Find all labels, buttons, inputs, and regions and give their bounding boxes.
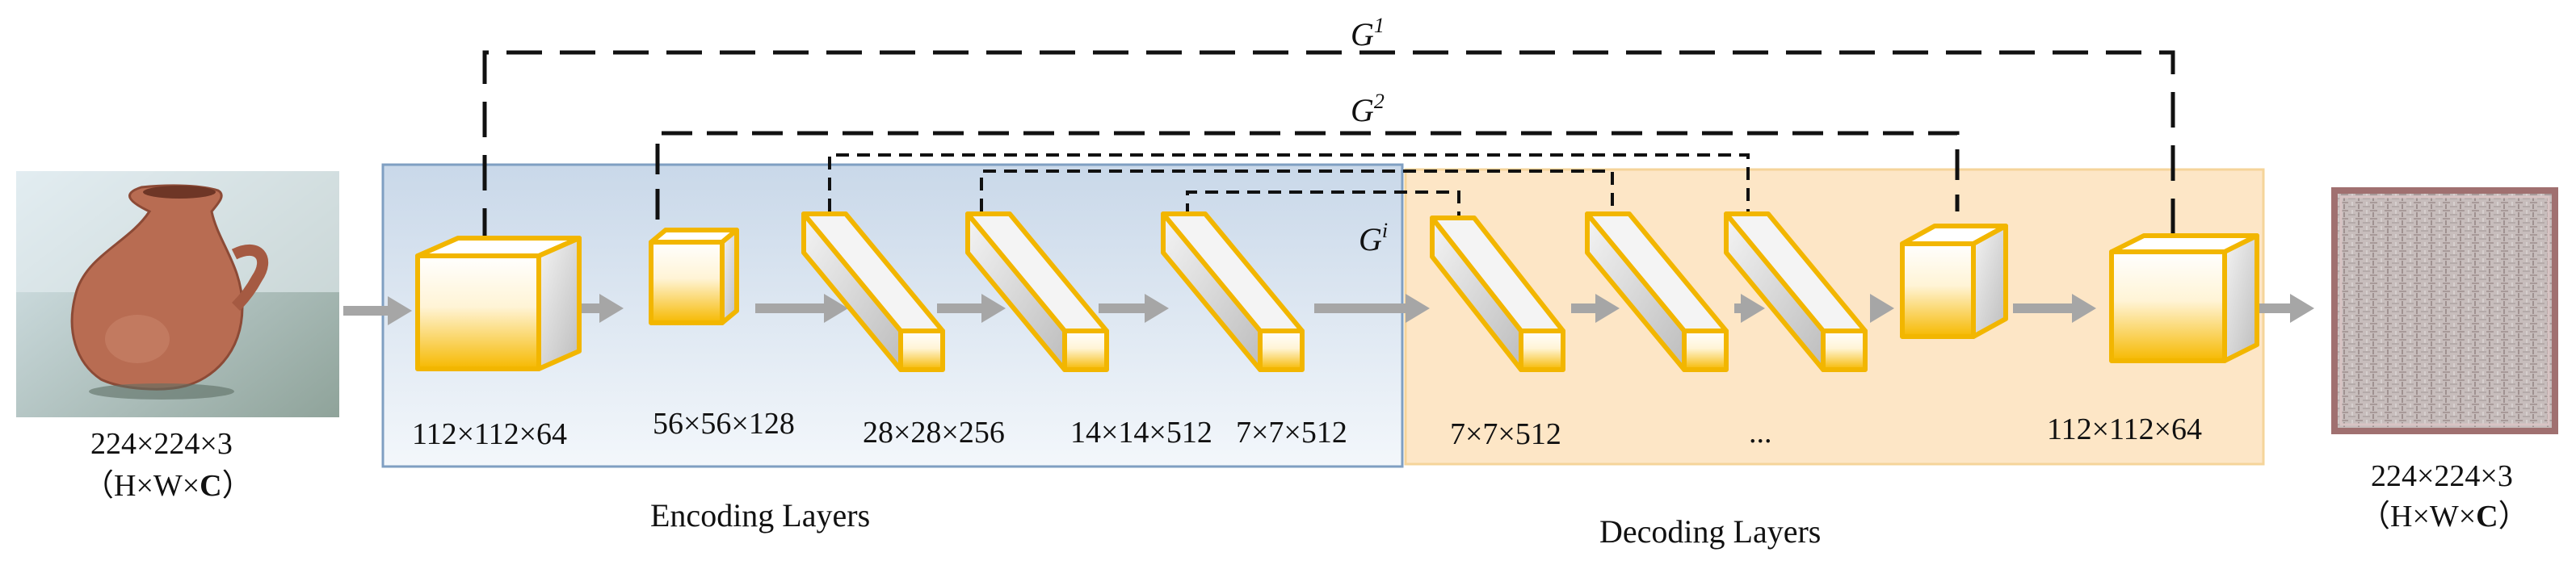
skip-label-g2: G2 xyxy=(1351,90,1385,128)
encoder-block-5-front-face xyxy=(1258,329,1305,372)
arrow-head xyxy=(824,294,848,323)
decoder-block-2-front-face xyxy=(1682,329,1729,372)
skip-connections xyxy=(482,50,2175,244)
forward-arrows xyxy=(343,294,2314,325)
decoder-layer-label-1: 7×7×512 xyxy=(1450,417,1561,451)
encoder-block-4-front-face xyxy=(1062,329,1109,372)
decoder-block-3-front-face xyxy=(1821,329,1868,372)
arrow-head xyxy=(2290,294,2314,323)
forward-arrow-7 xyxy=(1571,294,1620,323)
decoder-block-4-side-face xyxy=(1971,224,2008,339)
forward-arrow-6 xyxy=(1314,294,1430,323)
encoder-layer-label-1: 112×112×64 xyxy=(412,417,567,451)
decoder-block-4-front-face xyxy=(1900,241,1976,339)
encoder-block-4 xyxy=(965,211,1109,372)
output-image xyxy=(2331,187,2558,434)
arrow-head xyxy=(388,296,412,325)
forward-arrow-10 xyxy=(2013,294,2096,323)
encoder-block-5 xyxy=(1161,211,1305,372)
encoder-block-2-front-face xyxy=(649,240,725,325)
encoder-block-3-front-face xyxy=(898,329,945,372)
decoder-block-3 xyxy=(1724,211,1868,372)
forward-arrow-8 xyxy=(1734,294,1765,323)
decoder-block-5-front-face xyxy=(2109,249,2227,363)
encoder-title: Encoding Layers xyxy=(650,497,870,534)
decoder-block-1-front-face xyxy=(1519,329,1565,372)
skip-line-g2 xyxy=(655,131,1960,220)
encoder-block-2 xyxy=(649,228,739,325)
encoder-layer-label-2: 56×56×128 xyxy=(653,407,795,441)
forward-arrow-5 xyxy=(1099,294,1169,323)
decoder-title: Decoding Layers xyxy=(1599,513,1821,550)
encoder-block-1-front-face xyxy=(415,253,541,371)
forward-arrow-1 xyxy=(343,296,412,325)
decoder-block-5-side-face xyxy=(2222,233,2259,363)
decoder-block-4 xyxy=(1900,224,2008,339)
feature-blocks xyxy=(415,211,2259,372)
forward-arrow-9 xyxy=(1870,294,1894,323)
arrow-head xyxy=(981,294,1006,323)
decoder-block-5 xyxy=(2109,233,2259,363)
skip-line-g-mid1 xyxy=(828,153,1750,211)
arrow-head xyxy=(2072,294,2096,323)
arrow-head xyxy=(1595,294,1620,323)
encoder-layer-label-3: 28×28×256 xyxy=(863,416,1005,450)
arrow-head xyxy=(1406,294,1430,323)
input-dims: 224×224×3 xyxy=(90,427,233,461)
skip-line-g1 xyxy=(482,50,2175,244)
arrow-head xyxy=(1870,294,1894,323)
skip-label-gi: Gi xyxy=(1359,219,1388,257)
encoder-block-1-side-face xyxy=(536,236,582,371)
decoder-block-2 xyxy=(1585,211,1729,372)
decoder-layer-label-2: 112×112×64 xyxy=(2047,412,2202,446)
encoder-block-3 xyxy=(801,211,945,372)
output-format: （H×W×C） xyxy=(2360,500,2529,534)
decoder-layer-label-ellipsis: ... xyxy=(1749,416,1772,450)
encoder-layer-label-4: 14×14×512 xyxy=(1070,416,1212,450)
encoder-block-1 xyxy=(415,236,582,371)
output-dims: 224×224×3 xyxy=(2371,459,2513,493)
forward-arrow-3 xyxy=(755,294,848,323)
skip-line-gi xyxy=(1186,190,1460,216)
skip-label-g1: G1 xyxy=(1351,14,1385,52)
arrow-head xyxy=(599,294,624,323)
input-pot-image xyxy=(16,171,339,417)
forward-arrow-4 xyxy=(937,294,1006,323)
arrow-head xyxy=(1741,294,1765,323)
input-format: （H×W×C） xyxy=(83,469,253,503)
decoder-block-1 xyxy=(1430,216,1565,372)
arrow-head xyxy=(1145,294,1169,323)
encoder-layer-label-5: 7×7×512 xyxy=(1236,416,1347,450)
